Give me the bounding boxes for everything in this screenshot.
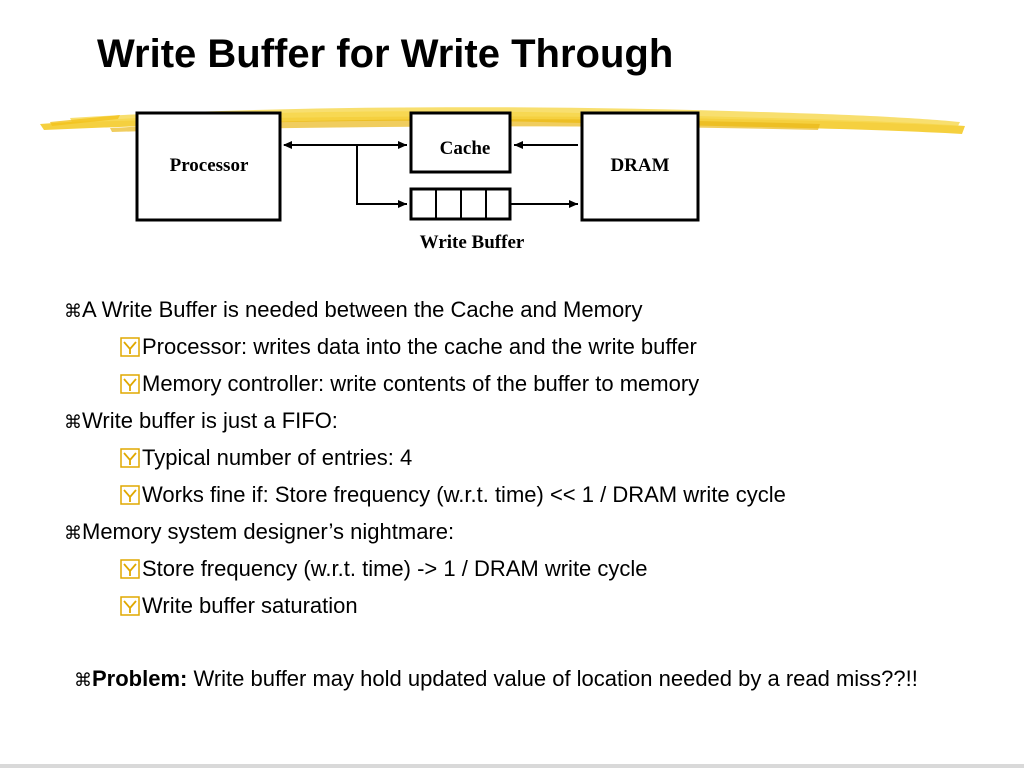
problem-statement: ⌘Problem: Write buffer may hold updated … bbox=[74, 664, 954, 695]
sub-bullet-item: Store frequency (w.r.t. time) -> 1 / DRA… bbox=[120, 556, 648, 582]
sub-bullet-item: Processor: writes data into the cache an… bbox=[120, 334, 697, 360]
checkbox-bullet-icon bbox=[120, 485, 140, 505]
processor-label: Processor bbox=[170, 155, 249, 176]
command-bullet-icon: ⌘ bbox=[64, 412, 82, 433]
cache-label: Cache bbox=[440, 138, 491, 159]
problem-text: Write buffer may hold updated value of l… bbox=[187, 666, 918, 691]
dram-box bbox=[580, 111, 700, 222]
bullet-item: ⌘Write buffer is just a FIFO: bbox=[64, 408, 338, 433]
dram-label: DRAM bbox=[610, 155, 669, 176]
write-buffer-fifo bbox=[409, 187, 512, 221]
sub-bullet-item: Typical number of entries: 4 bbox=[120, 445, 412, 471]
checkbox-bullet-icon bbox=[120, 337, 140, 357]
command-bullet-icon: ⌘ bbox=[64, 301, 82, 322]
bottom-rule bbox=[0, 764, 1024, 768]
checkbox-bullet-icon bbox=[120, 559, 140, 579]
processor-buffer-arrow bbox=[356, 145, 407, 208]
processor-box bbox=[135, 111, 282, 222]
bullet-item: ⌘Memory system designer’s nightmare: bbox=[64, 519, 455, 544]
diagram-arrows bbox=[283, 141, 578, 208]
sub-bullet-item: Write buffer saturation bbox=[120, 593, 358, 619]
write-buffer-label: Write Buffer bbox=[420, 232, 525, 253]
problem-label: Problem: bbox=[92, 666, 188, 691]
command-bullet-icon: ⌘ bbox=[64, 523, 82, 544]
sub-bullet-item: Works fine if: Store frequency (w.r.t. t… bbox=[120, 482, 786, 508]
command-bullet-icon: ⌘ bbox=[74, 670, 92, 691]
checkbox-bullet-icon bbox=[120, 374, 140, 394]
bullet-item: ⌘A Write Buffer is needed between the Ca… bbox=[64, 297, 643, 322]
checkbox-bullet-icon bbox=[120, 596, 140, 616]
sub-bullet-item: Memory controller: write contents of the… bbox=[120, 371, 699, 397]
slide-title: Write Buffer for Write Through bbox=[97, 32, 674, 76]
checkbox-bullet-icon bbox=[120, 448, 140, 468]
cache-box bbox=[409, 111, 512, 174]
